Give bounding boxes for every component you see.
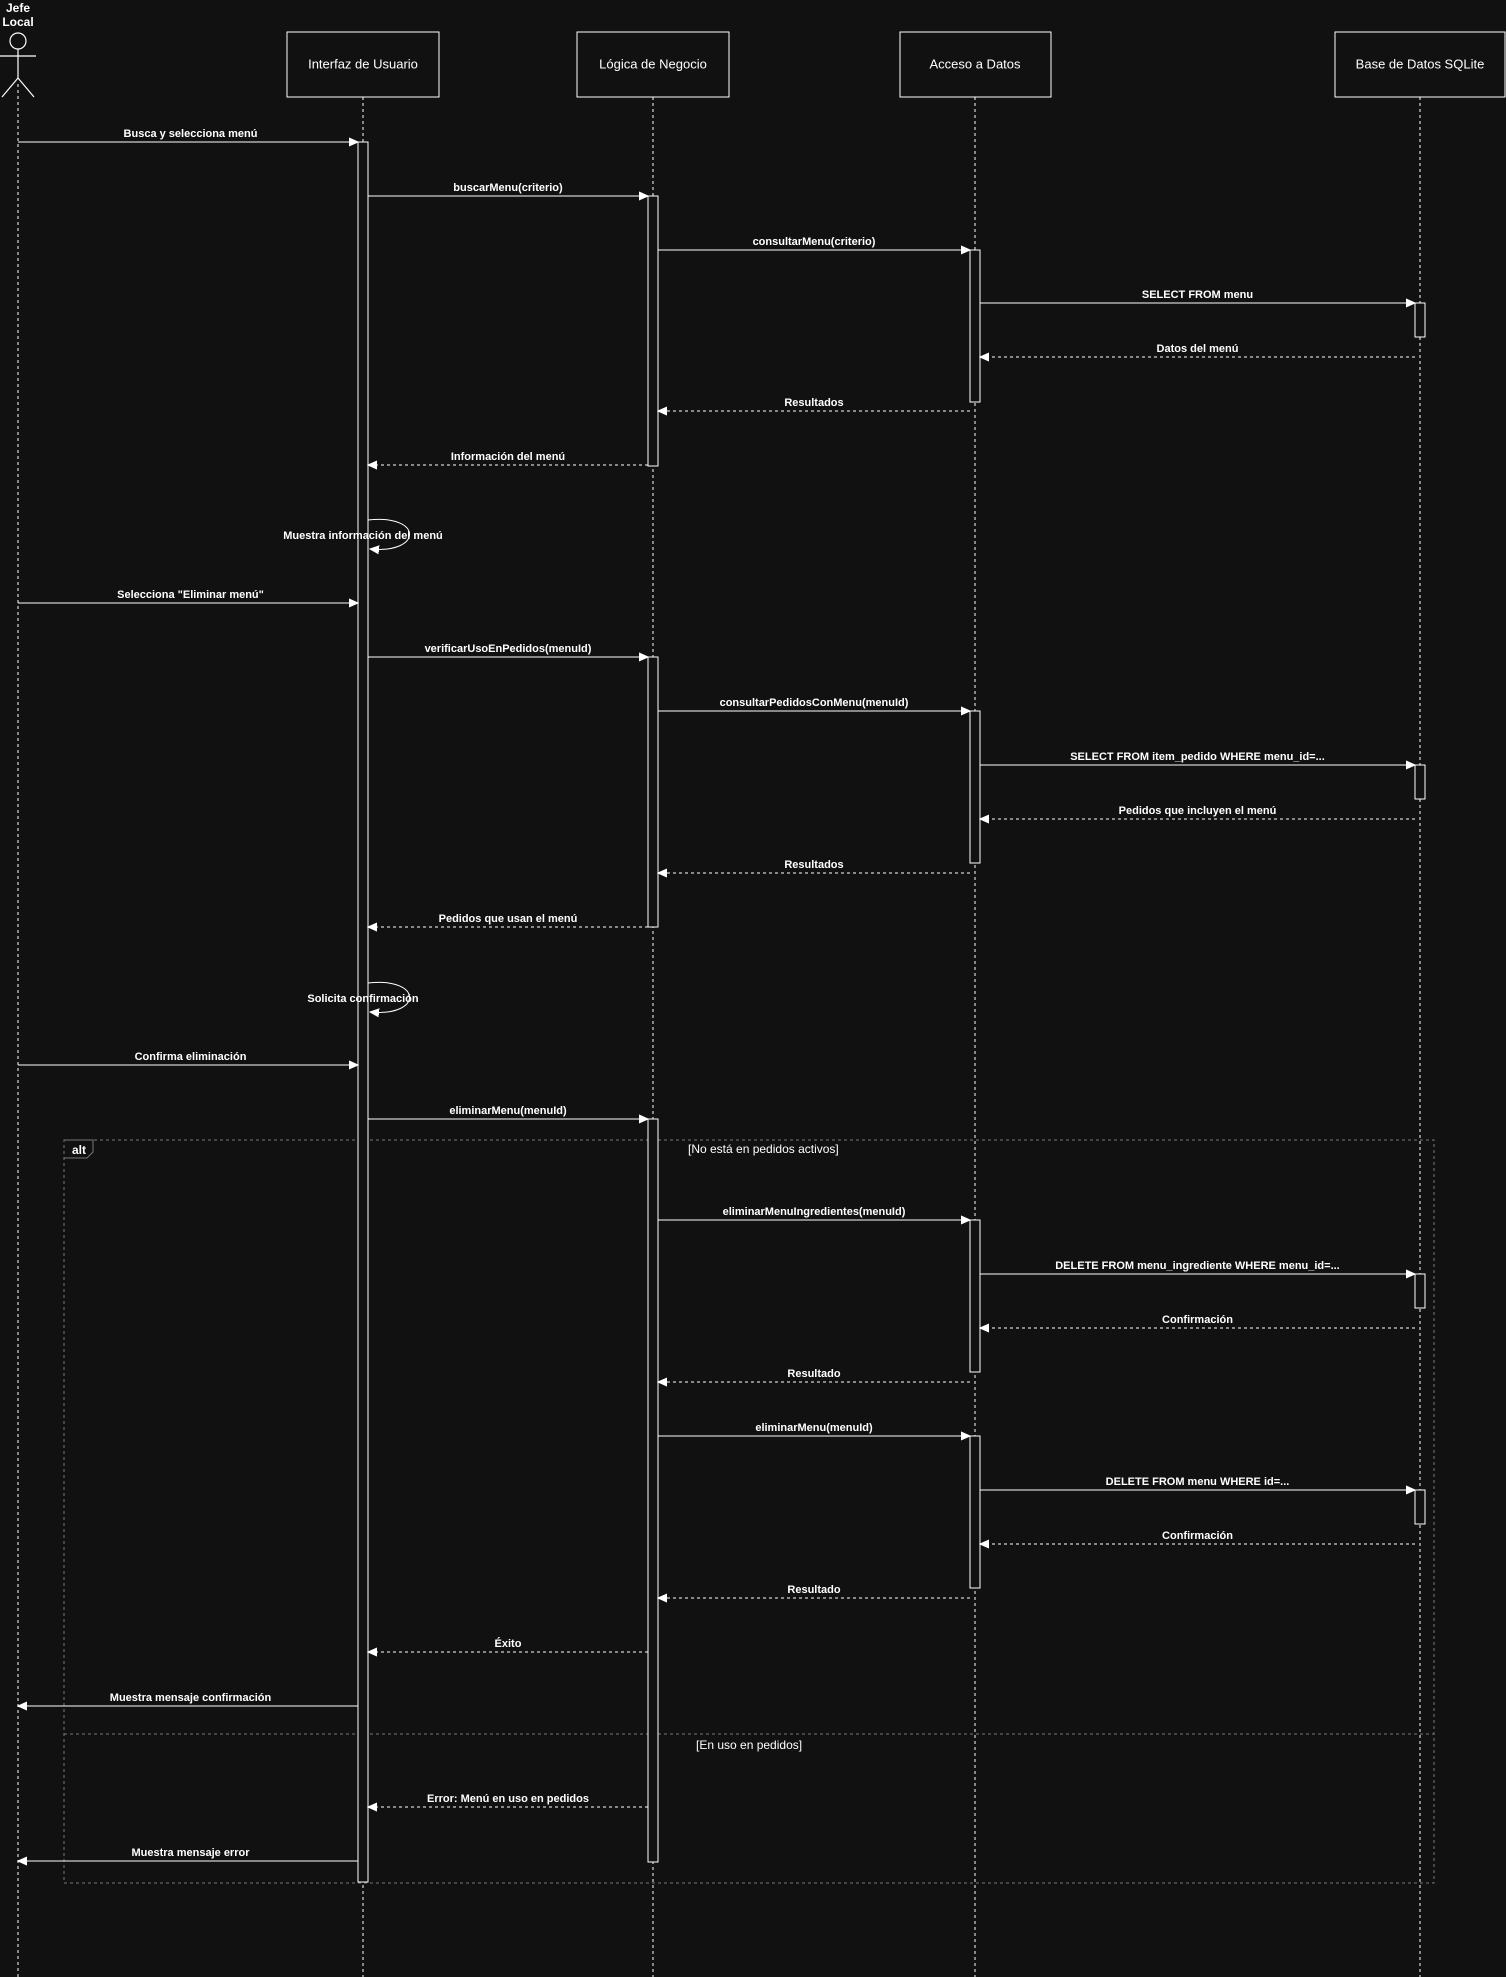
message-label: Muestra mensaje confirmación bbox=[110, 1692, 272, 1704]
message-label: Resultado bbox=[787, 1368, 840, 1380]
message-6: Resultados bbox=[658, 397, 970, 411]
message-label: Información del menú bbox=[451, 451, 565, 463]
message-label: Pedidos que incluyen el menú bbox=[1119, 805, 1277, 817]
activation-base-datos-2 bbox=[1414, 764, 1426, 800]
activation-acceso-4 bbox=[969, 1435, 981, 1589]
message-label: Resultados bbox=[784, 397, 843, 409]
message-16: Solicita confirmación bbox=[307, 981, 419, 1012]
message-20: DELETE FROM menu_ingrediente WHERE menu_… bbox=[980, 1260, 1415, 1274]
alt-condition-2: [En uso en pedidos] bbox=[696, 1738, 802, 1752]
alt-frame: alt [No está en pedidos activos] [En uso… bbox=[63, 1139, 1435, 1884]
message-24: DELETE FROM menu WHERE id=... bbox=[980, 1476, 1415, 1490]
messages: Busca y selecciona menú buscarMenu(criter… bbox=[18, 128, 1415, 1861]
message-label: Muestra mensaje error bbox=[132, 1847, 251, 1859]
message-label: Selecciona "Eliminar menú" bbox=[117, 589, 264, 601]
message-22: Resultado bbox=[658, 1368, 970, 1382]
message-1: Busca y selecciona menú bbox=[18, 128, 358, 142]
message-label: DELETE FROM menu_ingrediente WHERE menu_… bbox=[1055, 1260, 1340, 1272]
actor-icon bbox=[0, 32, 36, 98]
message-27: Éxito bbox=[368, 1637, 648, 1652]
message-13: Pedidos que incluyen el menú bbox=[980, 805, 1415, 819]
message-label: Muestra información del menú bbox=[283, 530, 443, 542]
message-label: Busca y selecciona menú bbox=[124, 128, 258, 140]
message-9: Selecciona "Eliminar menú" bbox=[18, 589, 358, 603]
participant-label: Acceso a Datos bbox=[929, 56, 1021, 71]
message-label: Resultados bbox=[784, 859, 843, 871]
message-label: eliminarMenu(menuId) bbox=[755, 1422, 873, 1434]
message-5: Datos del menú bbox=[980, 343, 1415, 357]
message-3: consultarMenu(criterio) bbox=[658, 236, 970, 250]
message-label: Resultado bbox=[787, 1584, 840, 1596]
self-message-arrow bbox=[367, 981, 410, 1012]
message-label: Confirmación bbox=[1162, 1314, 1233, 1326]
message-label: SELECT FROM menu bbox=[1142, 289, 1253, 301]
participant-interfaz: Interfaz de Usuario bbox=[286, 31, 440, 98]
alt-tag-box bbox=[64, 1139, 94, 1159]
activation-acceso-3 bbox=[969, 1219, 981, 1373]
message-21: Confirmación bbox=[980, 1314, 1415, 1328]
message-19: eliminarMenuIngredientes(menuId) bbox=[658, 1206, 970, 1220]
activation-base-datos-3 bbox=[1414, 1273, 1426, 1309]
message-label: Error: Menú en uso en pedidos bbox=[427, 1793, 589, 1805]
participant-label: Base de Datos SQLite bbox=[1356, 56, 1485, 71]
actor-name-line-1: Jefe bbox=[6, 1, 30, 15]
activation-acceso-2 bbox=[969, 710, 981, 864]
message-label: DELETE FROM menu WHERE id=... bbox=[1106, 1476, 1290, 1488]
message-23: eliminarMenu(menuId) bbox=[658, 1422, 970, 1436]
message-label: Confirma eliminación bbox=[135, 1051, 247, 1063]
message-18: eliminarMenu(menuId) bbox=[368, 1105, 648, 1119]
message-10: verificarUsoEnPedidos(menuId) bbox=[368, 643, 648, 657]
actor-name-line-2: Local bbox=[2, 15, 33, 29]
message-label: consultarMenu(criterio) bbox=[753, 236, 876, 248]
alt-tag: alt bbox=[72, 1143, 86, 1157]
message-12: SELECT FROM item_pedido WHERE menu_id=..… bbox=[980, 751, 1415, 765]
message-label: Solicita confirmación bbox=[307, 993, 419, 1005]
message-label: SELECT FROM item_pedido WHERE menu_id=..… bbox=[1070, 751, 1325, 763]
message-15: Pedidos que usan el menú bbox=[368, 913, 648, 927]
activation-base-datos-1 bbox=[1414, 302, 1426, 338]
alt-condition-1: [No está en pedidos activos] bbox=[688, 1142, 839, 1156]
message-2: buscarMenu(criterio) bbox=[368, 182, 648, 196]
activation-logica-3 bbox=[647, 1118, 659, 1863]
message-7: Información del menú bbox=[368, 451, 648, 465]
message-label: Datos del menú bbox=[1157, 343, 1239, 355]
message-25: Confirmación bbox=[980, 1530, 1415, 1544]
message-17: Confirma eliminación bbox=[18, 1051, 358, 1065]
message-30: Muestra mensaje error bbox=[18, 1847, 358, 1861]
message-28: Muestra mensaje confirmación bbox=[18, 1692, 358, 1706]
activation-logica-2 bbox=[647, 656, 659, 928]
message-label: Confirmación bbox=[1162, 1530, 1233, 1542]
participant-label: Interfaz de Usuario bbox=[308, 56, 418, 71]
activation-logica-1 bbox=[647, 195, 659, 467]
message-26: Resultado bbox=[658, 1584, 970, 1598]
message-14: Resultados bbox=[658, 859, 970, 873]
self-message-arrow bbox=[367, 518, 410, 549]
message-label: eliminarMenu(menuId) bbox=[449, 1105, 567, 1117]
message-label: buscarMenu(criterio) bbox=[453, 182, 563, 194]
message-label: Pedidos que usan el menú bbox=[439, 913, 578, 925]
message-label: consultarPedidosConMenu(menuId) bbox=[720, 697, 909, 709]
message-label: eliminarMenuIngredientes(menuId) bbox=[723, 1206, 906, 1218]
message-label: Éxito bbox=[495, 1637, 522, 1650]
activation-interfaz bbox=[357, 141, 369, 1883]
message-11: consultarPedidosConMenu(menuId) bbox=[658, 697, 970, 711]
participant-label: Lógica de Negocio bbox=[599, 56, 707, 71]
participant-base-datos: Base de Datos SQLite bbox=[1334, 31, 1506, 98]
actor-jefe-local: Jefe Local bbox=[0, 1, 36, 98]
participant-acceso: Acceso a Datos bbox=[899, 31, 1052, 98]
message-4: SELECT FROM menu bbox=[980, 289, 1415, 303]
message-label: verificarUsoEnPedidos(menuId) bbox=[425, 643, 592, 655]
participant-logica: Lógica de Negocio bbox=[576, 31, 730, 98]
message-8: Muestra información del menú bbox=[283, 518, 443, 549]
message-29: Error: Menú en uso en pedidos bbox=[368, 1793, 648, 1807]
activation-acceso-1 bbox=[969, 249, 981, 403]
activation-base-datos-4 bbox=[1414, 1489, 1426, 1525]
